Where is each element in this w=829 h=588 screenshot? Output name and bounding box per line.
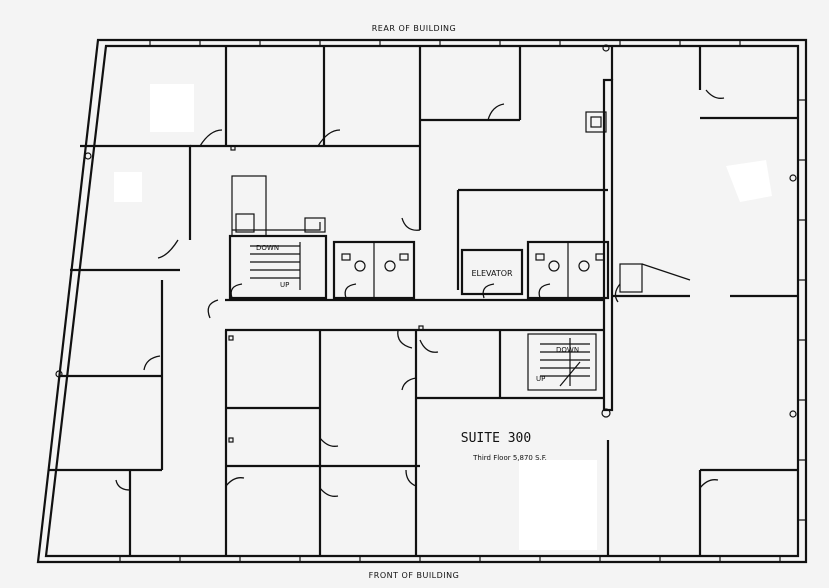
upper-stair-up-label: UP [280,281,289,289]
building-shell [36,38,808,564]
elevator-label: ELEVATOR [471,269,513,278]
doors [115,89,725,497]
upper-stair-down-label: DOWN [256,244,279,252]
suite-info: Third Floor 5,870 S.F. [472,454,547,462]
building-core [228,111,691,391]
lower-stair-down-label: DOWN [556,346,579,354]
interior-walls [48,46,798,556]
front-of-building-label: FRONT OF BUILDING [369,571,460,580]
lower-stair-up-label: UP [536,375,545,383]
suite-name: SUITE 300 [461,431,531,446]
rear-of-building-label: REAR OF BUILDING [372,24,457,33]
upper-stair [232,217,326,290]
lower-stair [527,333,597,391]
